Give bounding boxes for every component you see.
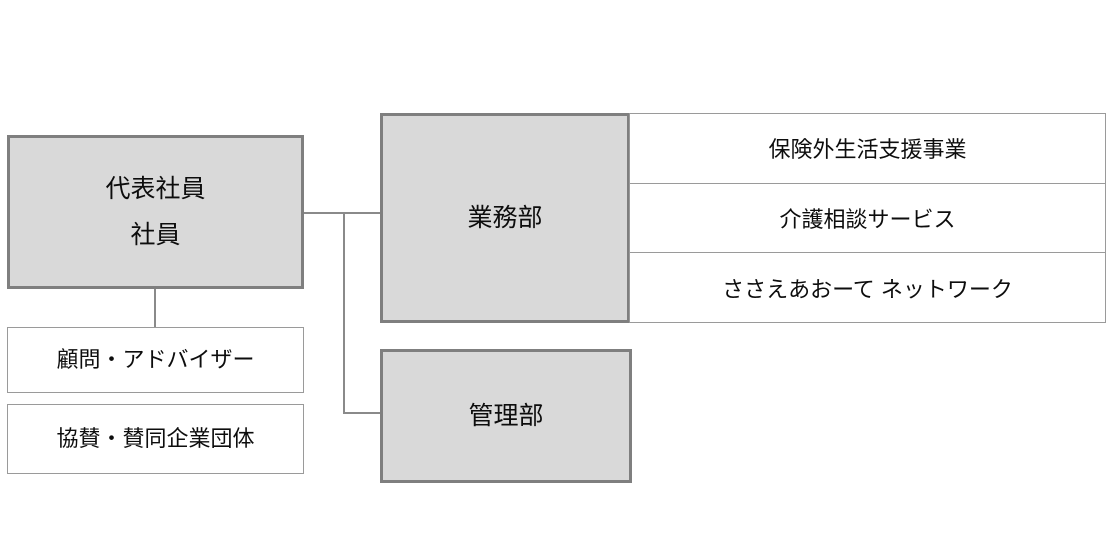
- sponsor-label: 協賛・賛同企業団体: [56, 425, 255, 451]
- connector-trunk-to-business-dept: [343, 212, 381, 214]
- business-items-list: 保険外生活支援事業 介護相談サービス ささえあおーて ネットワーク: [629, 113, 1106, 323]
- connector-trunk-to-admin-dept: [343, 412, 381, 414]
- representative-label-line2: 社員: [130, 221, 181, 249]
- admin-dept-label: 管理部: [468, 401, 544, 430]
- business-item-insurance-outside-support: 保険外生活支援事業: [768, 137, 967, 163]
- node-advisor: 顧問・アドバイザー: [7, 327, 304, 393]
- business-item-sasaeaote-network: ささえあおーて ネットワーク: [630, 252, 1105, 322]
- node-admin-dept: 管理部: [380, 349, 632, 483]
- representative-label-line1: 代表社員: [105, 174, 206, 203]
- node-business-dept: 業務部: [380, 113, 630, 323]
- business-item-care-consultation: 介護相談サービス: [630, 182, 1105, 253]
- connector-representative-to-trunk: [302, 212, 344, 214]
- business-dept-label: 業務部: [467, 203, 543, 232]
- node-representative-employees: 代表社員 社員: [7, 135, 304, 289]
- connector-representative-to-advisor: [154, 288, 156, 328]
- connector-trunk-vertical: [343, 212, 345, 414]
- advisor-label: 顧問・アドバイザー: [56, 346, 255, 372]
- node-sponsor-companies: 協賛・賛同企業団体: [7, 404, 304, 474]
